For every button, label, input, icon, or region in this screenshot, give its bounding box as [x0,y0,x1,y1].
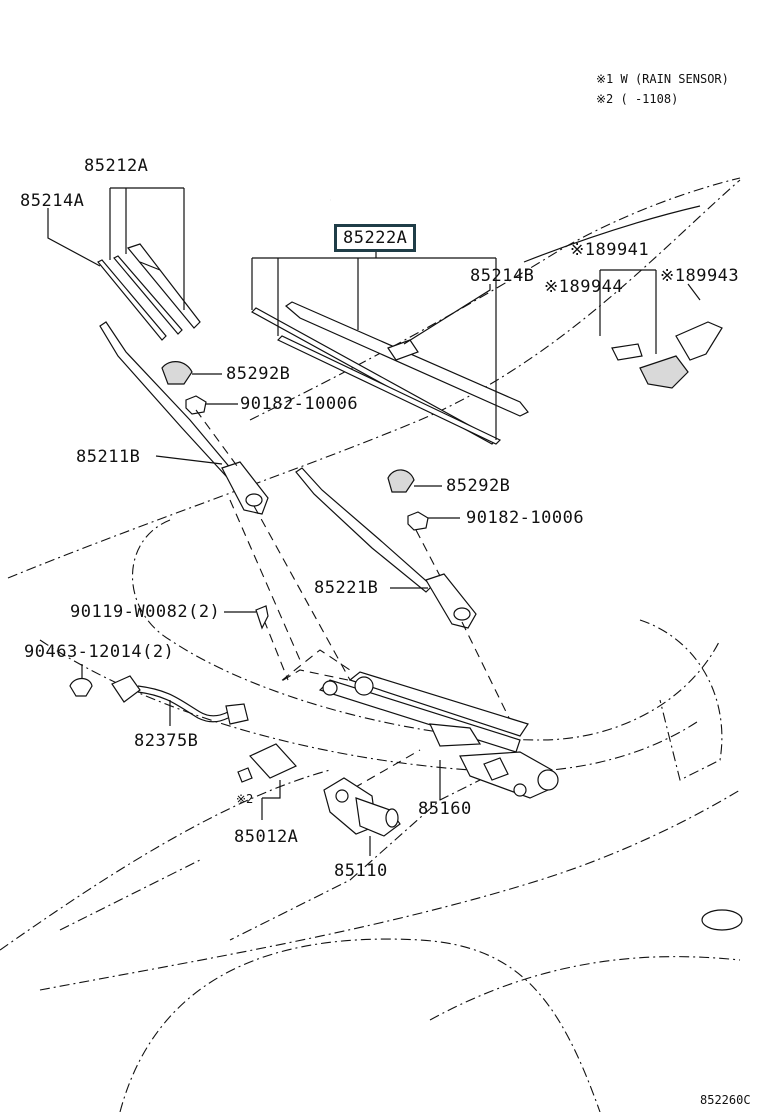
linkage-85160-drawing [318,671,559,799]
screw-90119 [255,605,269,630]
label-85222A-highlighted: 85222A [334,224,417,252]
cap-85292B-2 [387,469,415,493]
nut-90182-2 [407,511,429,531]
label-85292B-2: 85292B [446,476,511,496]
label-85110: 85110 [334,861,388,881]
hood-edge-line [7,179,741,579]
label-82375B: 82375B [134,731,199,751]
label-85214A: 85214A [20,191,85,211]
wiper-arm-85211B-drawing [99,321,269,515]
harness-82375B-drawing [111,675,249,725]
bracket-85012A-drawing [237,743,297,783]
clip-90463 [69,677,93,697]
windshield-edge-line [249,177,741,421]
rain-sensor-89941 [639,355,689,389]
label-90182-10006-1: 90182-10006 [240,394,359,414]
label-85212A: 85212A [84,156,149,176]
diagram-code: 852260C [700,1093,751,1107]
cap-85292B-1 [161,361,193,385]
note-rain-sensor: ※1 W (RAIN SENSOR) [596,72,729,86]
blade-85222A-drawing [251,301,529,445]
hole-outline [701,909,743,931]
label-89944: ※189944 [544,277,624,297]
label-85211B: 85211B [76,447,141,467]
nut-90182-1 [185,395,207,415]
note-date-range: ※2 ( -1108) [596,92,679,106]
blade-85212A-drawing [97,243,201,341]
sensor-cover-89944 [611,343,643,361]
label-89941: ※189941 [570,240,650,260]
fender-line-left [0,769,331,951]
label-85221B: 85221B [314,578,379,598]
label-85292B-1: 85292B [226,364,291,384]
cowl-line [131,519,721,741]
motor-85110-drawing [323,777,401,837]
label-90463-12014: 90463-12014(2) [24,642,175,662]
label-90182-10006-2: 90182-10006 [466,508,585,528]
bracket-89943 [675,321,723,361]
pillar-line [639,619,723,781]
label-85012A: 85012A [234,827,299,847]
label-89943: ※189943 [660,266,740,286]
cowl-lower-line [39,639,701,773]
note-mark-2: ※2 [236,792,254,806]
label-85160: 85160 [418,799,472,819]
body-line-middle [39,789,741,991]
label-90119-W0082: 90119-W0082(2) [70,602,221,622]
label-85214B: 85214B [470,266,535,286]
wiper-arm-85221B-drawing [295,467,477,629]
wheel-arch-line [119,938,601,1112]
